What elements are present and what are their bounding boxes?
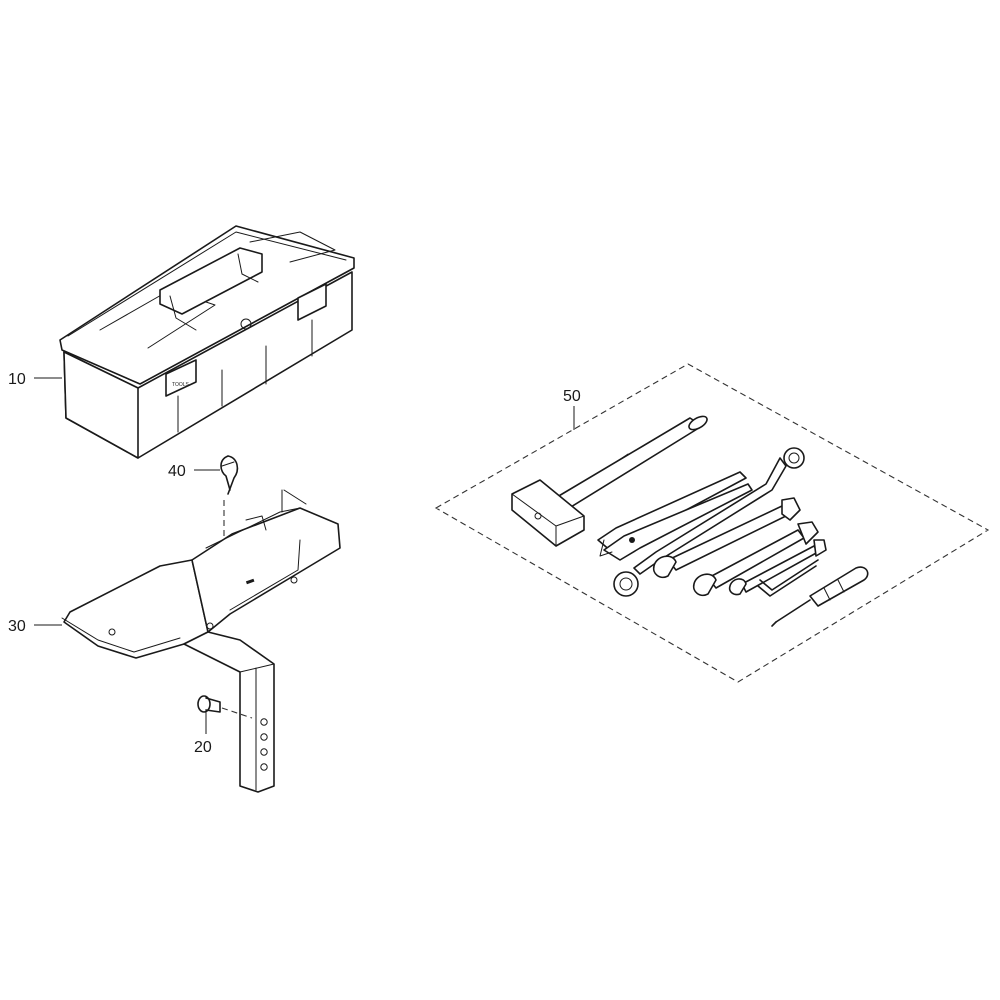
callout-20: 20 [194,739,212,756]
hex-key-icon [757,559,819,597]
clip [220,455,239,495]
callout-30: 30 [8,618,26,635]
toolset-frame [434,363,990,683]
pliers-icon [597,471,753,561]
pin-centerline [221,707,253,719]
bracket [61,489,341,793]
pin [197,695,221,713]
open-wrench-2-icon [692,521,819,597]
hammer-icon [511,415,708,547]
screwdriver-icon [771,566,869,627]
toolbox-label: TOOLS [172,382,190,388]
open-wrench-icon [652,497,801,579]
callout-10: 10 [8,371,26,388]
toolbox: TOOLS [59,225,355,459]
callout-50: 50 [563,388,581,405]
box-wrench-icon [613,447,805,597]
toolset [511,415,869,627]
callout-40: 40 [168,463,186,480]
